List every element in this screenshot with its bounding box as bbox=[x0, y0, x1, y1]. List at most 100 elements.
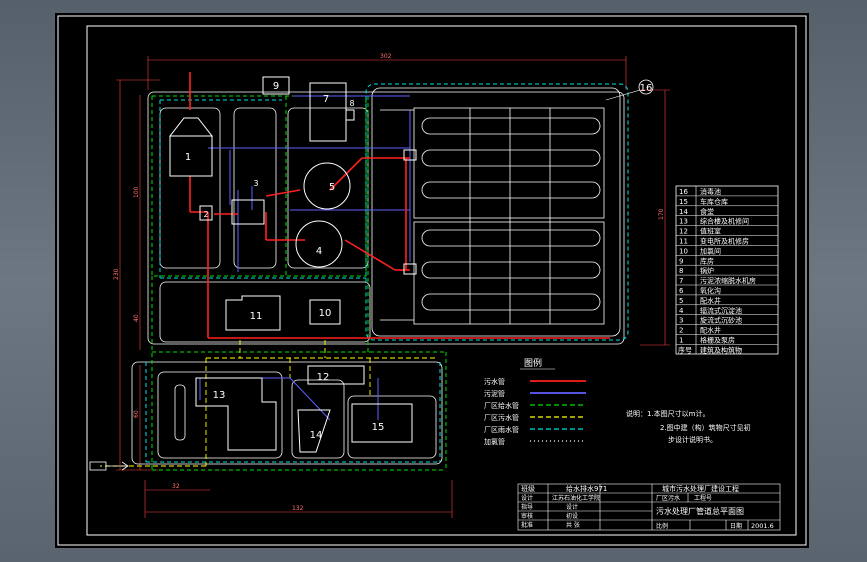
schedule-row-name: 锅炉 bbox=[700, 266, 714, 275]
building-1-hood bbox=[168, 117, 214, 137]
label-5: 5 bbox=[329, 182, 335, 193]
building-5-inlet bbox=[403, 149, 417, 161]
dimension-labels: 302 132 32 230 100 40 60 170 bbox=[113, 53, 665, 512]
title-block-text: 班级 设计 指导 审核 批准 给水排水971 江苏石油化工学院 设计 初设 共 … bbox=[521, 484, 774, 530]
legend-label: 污泥管 bbox=[484, 389, 505, 398]
building-2-distribution-well bbox=[199, 205, 213, 221]
sewage-pipe-network bbox=[189, 72, 610, 339]
legend-label: 加氯管 bbox=[484, 437, 505, 446]
plant-sewage-network bbox=[100, 340, 436, 467]
tb-design-label: 设计 bbox=[521, 494, 533, 502]
schedule-row-number: 12 bbox=[679, 228, 688, 236]
tb-scale-label: 比例 bbox=[656, 522, 668, 530]
dim-bottom-left: 32 bbox=[172, 483, 180, 490]
schedule-row-name: 消毒池 bbox=[700, 187, 721, 196]
label-15: 15 bbox=[372, 422, 385, 433]
tb-design: 设计 bbox=[566, 503, 578, 511]
schedule-row-name: 车库仓库 bbox=[700, 197, 728, 206]
schedule-row-number: 14 bbox=[679, 208, 688, 216]
note-line-2: 2.图中建（构）筑物尺寸见初 bbox=[660, 423, 751, 432]
tb-class-label: 班级 bbox=[521, 484, 535, 493]
label-3: 3 bbox=[253, 179, 258, 188]
outer-frame bbox=[57, 15, 807, 546]
label-4: 4 bbox=[316, 246, 322, 257]
schedule-row-name: 配水井 bbox=[700, 296, 721, 305]
building-9-storage bbox=[262, 76, 290, 95]
note-line-1: 说明：1.本图尺寸以m计。 bbox=[626, 409, 710, 418]
schedule-row-number: 13 bbox=[679, 218, 688, 226]
schedule-row-name: 库房 bbox=[700, 256, 714, 265]
tb-dept: 厂区污水 bbox=[656, 494, 680, 502]
legend-label: 厂区雨水管 bbox=[484, 425, 519, 434]
schedule-row-name: 加氯间 bbox=[700, 246, 721, 255]
building-13-office bbox=[195, 377, 277, 451]
schedule-row-number: 3 bbox=[679, 317, 683, 325]
rain-main-network bbox=[145, 83, 629, 463]
tb-check-label: 审核 bbox=[521, 512, 533, 520]
label-16-leader bbox=[605, 89, 641, 101]
schedule-row-number: 11 bbox=[679, 238, 688, 246]
legend-label: 厂区给水管 bbox=[484, 401, 519, 410]
schedule-row-name: 氧化沟 bbox=[700, 286, 721, 295]
schedule-row-name: 变电所及机修房 bbox=[700, 237, 749, 246]
dim-left-mid: 40 bbox=[133, 314, 140, 322]
schedule-row-number: 10 bbox=[679, 247, 688, 255]
building-8-boiler bbox=[345, 109, 355, 121]
label-16: 16 bbox=[640, 83, 653, 94]
label-13: 13 bbox=[213, 390, 226, 401]
tb-date-label: 日期 bbox=[730, 522, 742, 530]
label-12: 12 bbox=[317, 372, 330, 383]
building-15-garage bbox=[351, 403, 413, 443]
label-10: 10 bbox=[319, 308, 332, 319]
inlet-arrow bbox=[89, 461, 129, 471]
building-3-grit-chamber bbox=[231, 199, 265, 225]
schedule-row-name: 辐流式沉淀池 bbox=[700, 306, 742, 315]
schedule-row-number: 1 bbox=[679, 337, 683, 345]
building-12-guard bbox=[307, 365, 365, 385]
label-11: 11 bbox=[250, 311, 263, 322]
schedule-row-number: 6 bbox=[679, 287, 684, 295]
sludge-pipe-network bbox=[199, 95, 411, 421]
schedule-row-number: 9 bbox=[679, 257, 683, 265]
building-4a-clarifier bbox=[303, 162, 351, 210]
tb-project: 城市污水处理厂建设工程 bbox=[662, 484, 739, 493]
building-14-canteen bbox=[297, 409, 331, 453]
schedule-row-number: 7 bbox=[679, 277, 683, 285]
schedule-row-name: 污泥浓缩脱水机房 bbox=[700, 276, 756, 285]
buildings bbox=[168, 76, 417, 453]
schedule-row-name: 食堂 bbox=[700, 207, 714, 216]
design-notes: 说明：1.本图尺寸以m计。 2.图中建（构）筑物尺寸见初 步设计说明书。 bbox=[626, 409, 751, 444]
title-block bbox=[517, 483, 781, 531]
schedule-header-name: 建筑及构筑物 bbox=[700, 345, 742, 354]
oxidation-ditches bbox=[380, 107, 605, 325]
schedule-row-number: 16 bbox=[679, 188, 688, 196]
schedule-row-name: 格栅及泵房 bbox=[700, 336, 735, 345]
schedule-row-name: 值班室 bbox=[700, 227, 721, 236]
tb-course: 给水排水971 bbox=[566, 484, 607, 493]
schedule-row-number: 15 bbox=[679, 198, 688, 206]
label-14: 14 bbox=[310, 430, 323, 441]
drawing-sheet bbox=[55, 13, 809, 548]
schedule-row-name: 综合楼及机修间 bbox=[700, 217, 749, 226]
building-10-chlorination bbox=[309, 299, 341, 325]
tb-approve-label: 批准 bbox=[521, 521, 533, 529]
schedule-row-number: 8 bbox=[679, 267, 683, 275]
dim-left-lower: 60 bbox=[133, 410, 140, 418]
dim-left-total: 230 bbox=[113, 268, 120, 280]
note-line-3: 步设计说明书。 bbox=[668, 435, 717, 444]
label-16-circle bbox=[638, 79, 654, 95]
legend-label: 厂区污水管 bbox=[484, 413, 519, 422]
site-roads bbox=[131, 87, 625, 465]
dimension-lines bbox=[116, 56, 670, 518]
building-number-labels: 1 2 3 4 5 7 8 9 10 11 12 13 14 15 16 bbox=[185, 81, 653, 441]
label-7: 7 bbox=[323, 94, 329, 105]
schedule-row-name: 旋流式沉砂池 bbox=[700, 316, 742, 325]
tb-sheet: 共 张 bbox=[566, 521, 580, 529]
legend-title: 图例 bbox=[524, 357, 542, 369]
tb-date: 2001.6 bbox=[751, 522, 774, 530]
